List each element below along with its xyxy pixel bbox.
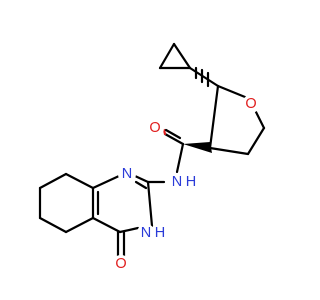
amide-hydrogen-label: H (186, 174, 196, 190)
tetrahydrofuran-ring (208, 84, 266, 156)
ring-oxygen-label: O (245, 96, 256, 112)
atom-label-ring-nitrogen-top: N (118, 165, 136, 183)
keto-oxygen-label: O (115, 256, 126, 272)
keto-double-bond (116, 230, 126, 258)
ring-nitrogen-top-label: N (122, 166, 132, 182)
amide-nitrogen-label: N (172, 174, 182, 190)
pyrimidinone-ring (91, 174, 154, 234)
carbonyl-double-bond (162, 128, 185, 146)
bond-carbonyl-amide-n (175, 142, 185, 174)
atom-label-amide-nh: N H (168, 173, 196, 191)
cyclohexene-ring (38, 172, 95, 234)
atom-label-ring-nh: N H (137, 224, 165, 242)
stereo-bond-c2-cyclopropyl (188, 66, 220, 88)
stereo-wedge-c3-carbonyl (183, 142, 212, 153)
chemical-structure: O O N H N N H O (38, 42, 266, 273)
atom-label-keto-oxygen: O (112, 255, 130, 273)
atom-label-carbonyl-oxygen: O (146, 119, 164, 137)
cyclopropyl-ring (158, 42, 192, 70)
atom-label-ring-oxygen: O (242, 95, 260, 113)
ring-nitrogen-nh-label: N (141, 225, 151, 241)
carbonyl-oxygen-label: O (149, 120, 160, 136)
ring-nh-hydrogen-label: H (155, 225, 165, 241)
